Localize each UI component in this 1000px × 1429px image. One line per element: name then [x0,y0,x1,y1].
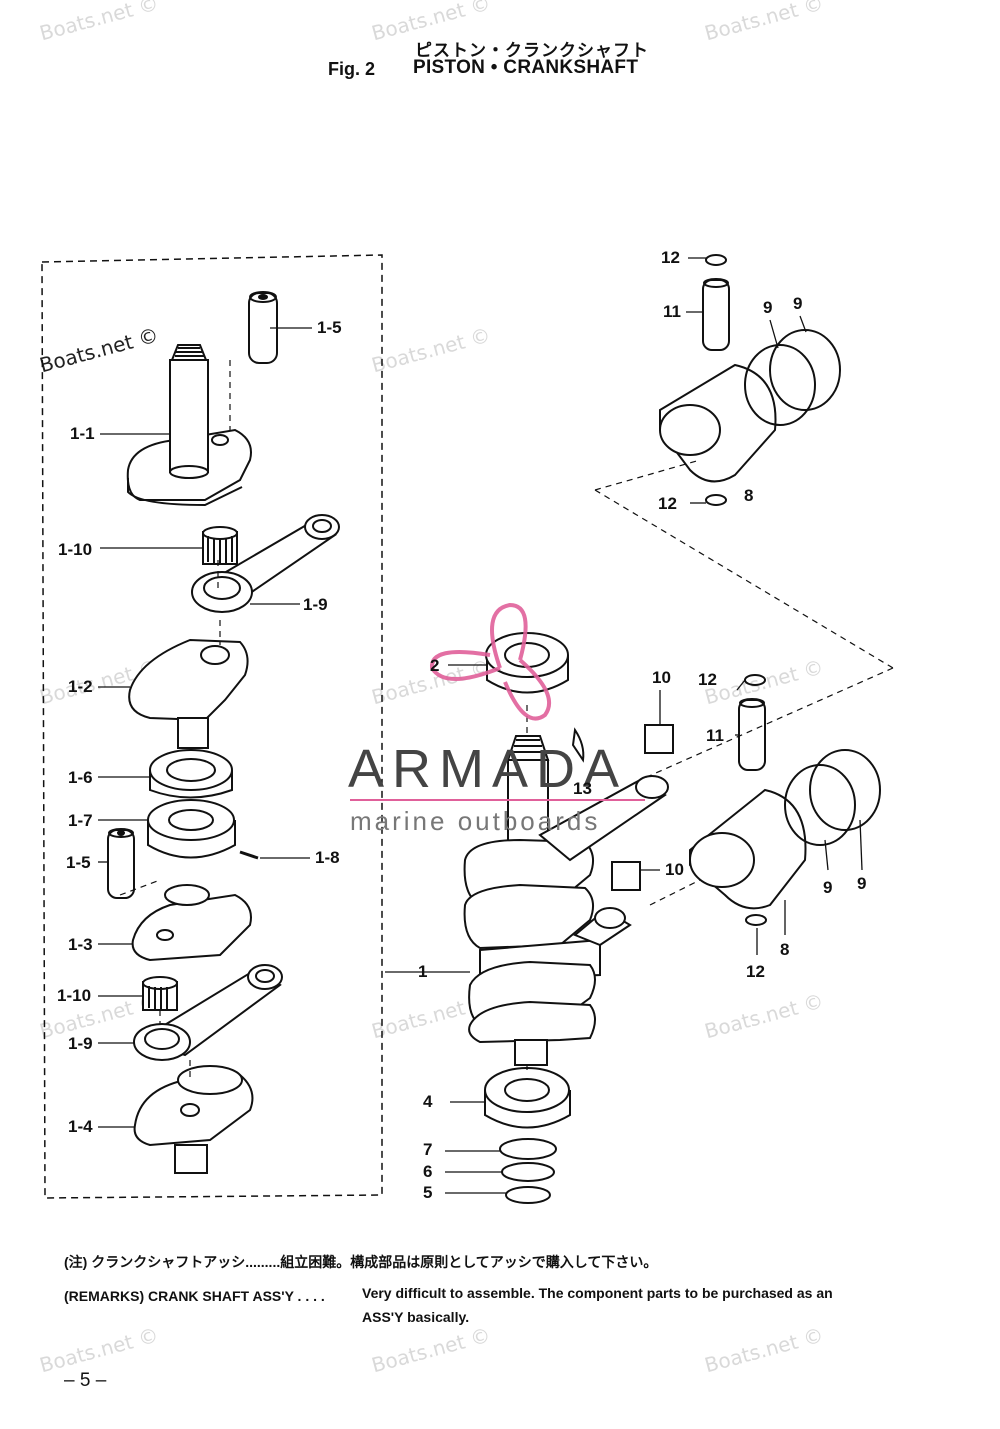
logo-subtitle: marine outboards [350,806,601,836]
ball-bearing-center [149,749,233,799]
callout-9: 9 [793,294,803,313]
washer-6 [501,1162,555,1182]
woodruff-key [571,727,585,763]
callout-12: 12 [698,670,717,689]
callout-1-1: 1-1 [70,424,95,443]
callout-1-9: 1-9 [68,1034,93,1053]
callout-1-6: 1-6 [68,768,93,787]
page-title-japanese: ピストン・クランクシャフト [415,41,649,60]
crank-web-top [126,344,252,507]
callout-1-5: 1-5 [66,853,91,872]
dowel-pin [239,850,259,860]
connecting-rod-upper [191,514,340,613]
needle-bearing-upper [202,526,238,565]
assembly-boundary [41,254,383,1199]
crank-web-lower [131,884,252,962]
callout-5: 5 [423,1183,433,1202]
callout-1-8: 1-8 [315,848,340,867]
callout-10: 10 [652,668,671,687]
crank-pin-top [248,291,278,364]
remarks-label: (REMARKS) CRANK SHAFT ASS'Y . . . . [64,1288,325,1304]
callout-9: 9 [823,878,833,897]
callout-8: 8 [744,486,754,505]
callout-6: 6 [423,1162,433,1181]
callout-1-10: 1-10 [58,540,93,559]
crank-web-bottom [133,1065,254,1174]
callout-1-10: 1-10 [57,986,92,1005]
piston-upper [659,254,841,506]
callout-1: 1 [418,962,428,981]
callout-11: 11 [706,726,724,745]
callout-10: 10 [665,860,684,879]
snap-ring-5 [505,1186,551,1204]
figure-label: Fig. 2 [328,59,376,79]
callout-12: 12 [658,494,677,513]
callout-1-3: 1-3 [68,935,93,954]
washer-7 [499,1138,557,1160]
callout-2: 2 [430,656,440,675]
page-title: PISTON • CRANKSHAFT [413,57,639,78]
callout-12: 12 [746,962,765,981]
callout-1-7: 1-7 [68,811,93,830]
needle-bearing-lower [142,976,178,1011]
remarks-text: Very difficult to assemble. The componen… [362,1285,833,1301]
connecting-rod-lower [133,964,283,1061]
callout-13: 13 [573,779,592,798]
page-number: – 5 – [64,1370,107,1391]
callout-8: 8 [780,940,790,959]
callout-12: 12 [661,248,680,267]
callout-1-5: 1-5 [317,318,342,337]
callout-1-9: 1-9 [303,595,328,614]
crank-pin-lower [107,828,135,899]
labyrinth-seal [147,799,236,859]
crank-web-middle [128,638,249,749]
ball-bearing-bottom [484,1067,571,1129]
piston-lower [611,674,881,926]
callout-1-4: 1-4 [68,1117,93,1136]
logo-brand: ARMADA [348,739,628,799]
remarks-text-continued: ASS'Y basically. [362,1309,470,1325]
callout-11: 11 [663,302,681,321]
callout-1-2: 1-2 [68,677,93,696]
callout-9: 9 [763,298,773,317]
callout-9: 9 [857,874,867,893]
callout-4: 4 [423,1092,433,1111]
armada-propeller-logo [430,602,551,721]
remarks-japanese: (注) クランクシャフトアッシ.........組立困難。構成部品は原則としてア… [64,1254,658,1270]
callout-7: 7 [423,1140,433,1159]
